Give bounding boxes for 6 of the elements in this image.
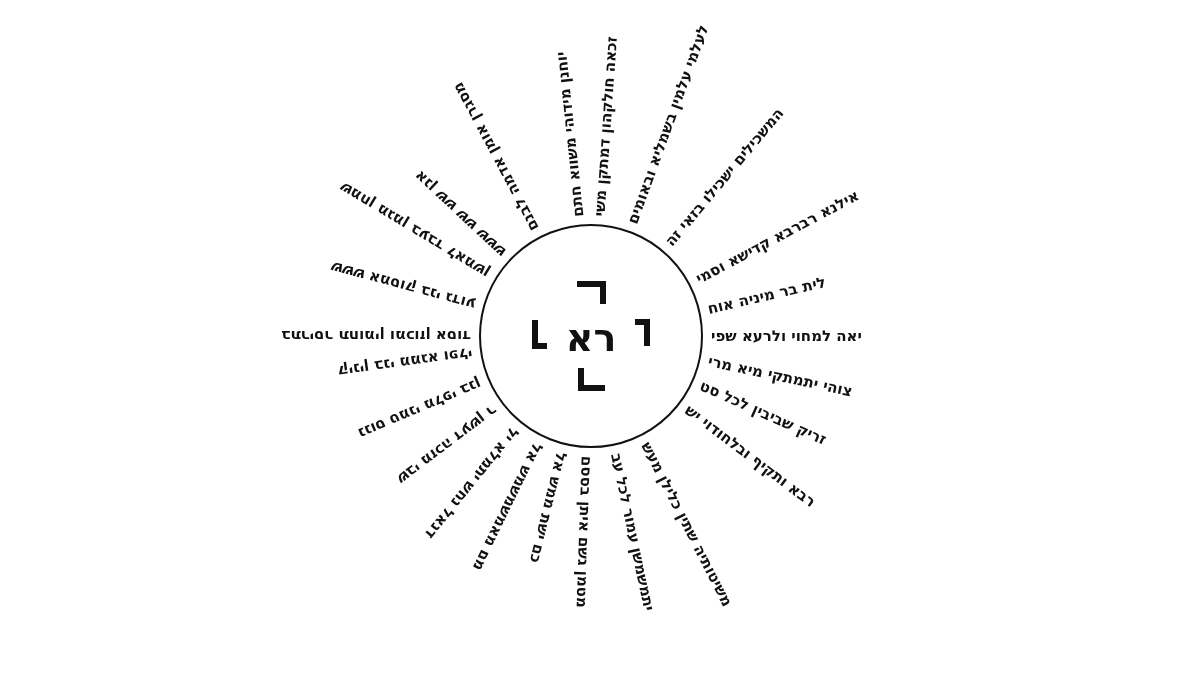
ray-text: בתריסר תחומין ומכוזן אסוד: [281, 325, 471, 347]
ray-text: זכאה חולקהון דמתקן משי: [588, 35, 623, 218]
ray-text: מטמן גשם איתן בססם: [570, 455, 598, 609]
ray-text: יוחנן מידוהי משווא חתם: [550, 50, 590, 218]
ray-text: יאה למחוי ולרעא שפי: [711, 325, 862, 347]
center-letters: רא: [565, 316, 617, 360]
